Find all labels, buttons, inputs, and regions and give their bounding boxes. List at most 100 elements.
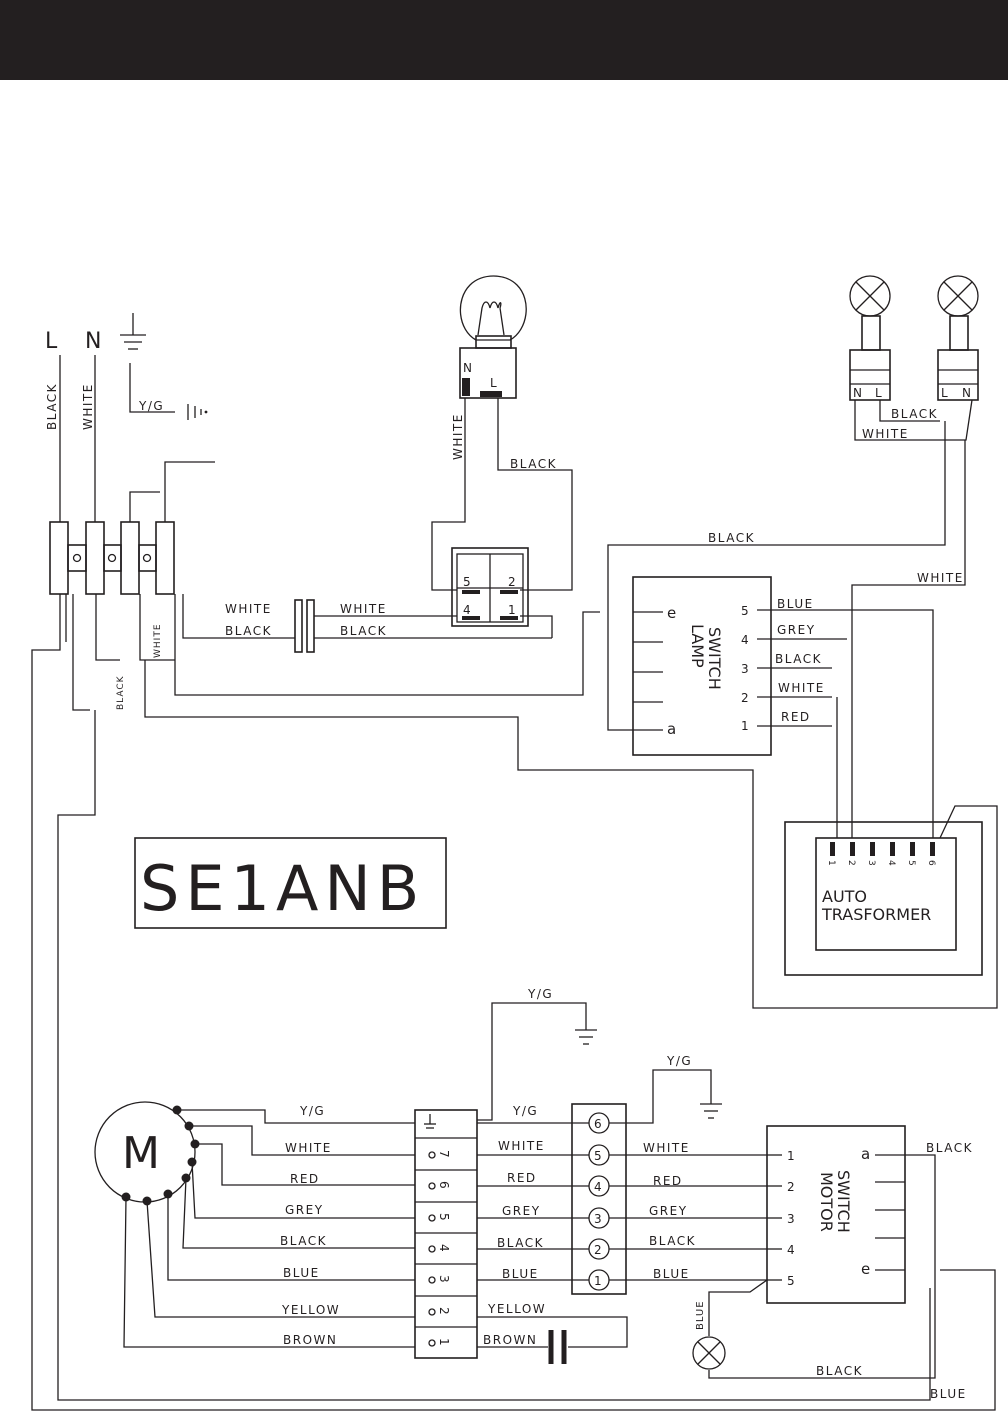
- lamp-switch-title-1: SWITCH: [705, 627, 724, 690]
- lamp-blue-label: BLUE: [695, 1300, 706, 1330]
- light-switch-pin-4: 4: [463, 603, 471, 617]
- motor-switch-title-2: MOTOR: [817, 1172, 836, 1232]
- chassis-earth-icon: [187, 404, 208, 420]
- sw-grey-label: GREY: [649, 1204, 688, 1218]
- ls-black-label: BLACK: [775, 652, 822, 666]
- lamp-switch-pin-2: 2: [741, 691, 749, 705]
- conn-yg-label: Y/G: [512, 1104, 538, 1118]
- motor-connector: [571, 1103, 627, 1295]
- model-label-box: [134, 837, 447, 929]
- mt-pin-7: 7: [437, 1150, 451, 1158]
- bulb-socket: [459, 347, 517, 399]
- model-label: SE1ANB: [140, 852, 425, 925]
- auto-transformer: [784, 821, 983, 976]
- white-wire-tb-label: WHITE: [153, 623, 163, 658]
- sw-white-label: WHITE: [643, 1141, 690, 1155]
- tap-3-label: 3: [866, 860, 876, 866]
- conn-red-label: RED: [507, 1171, 537, 1185]
- halogen-lamp-2-icon: [937, 275, 979, 351]
- motor-switch-a-label: a: [861, 1145, 870, 1163]
- bulb-white-wire-label: WHITE: [451, 413, 465, 460]
- conn-pin-5: 5: [594, 1149, 602, 1163]
- mt-pin-4: 4: [437, 1244, 451, 1252]
- halogen-1-l-label: L: [875, 386, 882, 400]
- halogen-socket-1: [849, 349, 891, 401]
- lamp-switch-pin-3: 3: [741, 662, 749, 676]
- conn-pin-1: 1: [594, 1274, 602, 1288]
- motor-switch-title-1: SWITCH: [834, 1170, 853, 1233]
- ms-bottom-blue-label: BLUE: [930, 1387, 967, 1401]
- conn-pin-4: 4: [594, 1180, 602, 1194]
- lamp-switch-a-label: a: [667, 720, 676, 738]
- halogen-2-n-label: N: [962, 386, 971, 400]
- top-earth-icon: [575, 1029, 597, 1045]
- conn-blue-label: BLUE: [502, 1267, 539, 1281]
- sw-red-label: RED: [653, 1174, 683, 1188]
- halogen-2-l-label: L: [941, 386, 948, 400]
- lamp-switch-pin-5: 5: [741, 604, 749, 618]
- light-switch-pin-2: 2: [508, 575, 516, 589]
- bulb-l-label: L: [490, 376, 497, 390]
- ms-black-label: BLACK: [926, 1141, 973, 1155]
- lamp-switch-pin-1: 1: [741, 719, 749, 733]
- light-switch: [451, 547, 529, 627]
- mt-pin-6: 6: [437, 1181, 451, 1189]
- conn-grey-label: GREY: [502, 1204, 541, 1218]
- motor-grey-label: GREY: [285, 1203, 324, 1217]
- motor-switch-e-label: e: [861, 1260, 870, 1278]
- mains-terminal-block: [49, 521, 175, 595]
- conn-pin-6: 6: [594, 1117, 602, 1131]
- mt-pin-3: 3: [437, 1275, 451, 1283]
- terminal-earth-icon: [424, 1114, 436, 1129]
- sw-black-label: BLACK: [649, 1234, 696, 1248]
- black-wire-label-2: BLACK: [340, 624, 387, 638]
- ls-grey-label: GREY: [777, 623, 816, 637]
- motor-brown-label: BROWN: [283, 1333, 337, 1347]
- halogen-white-wire-label: WHITE: [862, 427, 909, 441]
- motor-red-label: RED: [290, 1172, 320, 1186]
- lamp-switch-e-label: e: [667, 604, 676, 622]
- bulb-icon: [459, 275, 527, 349]
- inline-connector: [294, 599, 315, 653]
- indicator-lamp-icon: [692, 1336, 726, 1370]
- tap-5-label: 5: [906, 860, 916, 866]
- lamp-switch: [632, 576, 772, 756]
- halogen-feed-black-label: BLACK: [708, 531, 755, 545]
- right-yg-label: Y/G: [666, 1054, 692, 1068]
- conn-brown-label: BROWN: [483, 1333, 537, 1347]
- halogen-feed-white-label: WHITE: [917, 571, 964, 585]
- tap-4-label: 4: [886, 860, 896, 866]
- conn-pin-3: 3: [594, 1212, 602, 1226]
- mains-n-label: N: [85, 329, 101, 354]
- ms-pin-4: 4: [787, 1243, 795, 1257]
- conn-pin-2: 2: [594, 1243, 602, 1257]
- motor-white-label: WHITE: [285, 1141, 332, 1155]
- motor-blue-label: BLUE: [283, 1266, 320, 1280]
- bulb-n-label: N: [463, 361, 472, 375]
- mt-pin-2: 2: [437, 1307, 451, 1315]
- ms-pin-3: 3: [787, 1212, 795, 1226]
- ls-red-label: RED: [781, 710, 811, 724]
- capacitor-icon: [548, 1330, 567, 1364]
- conn-yellow-label: YELLOW: [487, 1302, 546, 1316]
- line-wire-label: BLACK: [45, 383, 59, 430]
- halogen-socket-2: [937, 349, 979, 401]
- tap-1-label: 1: [826, 860, 836, 866]
- motor-yg-label: Y/G: [299, 1104, 325, 1118]
- conn-white-label: WHITE: [498, 1139, 545, 1153]
- transformer-label-2: TRASFORMER: [821, 905, 931, 924]
- ls-white-label: WHITE: [778, 681, 825, 695]
- light-switch-pin-5: 5: [463, 575, 471, 589]
- ms-pin-5: 5: [787, 1274, 795, 1288]
- halogen-lamp-1-icon: [849, 275, 891, 351]
- ms-pin-1: 1: [787, 1149, 795, 1163]
- white-wire-label-1: WHITE: [225, 602, 272, 616]
- ms-pin-2: 2: [787, 1180, 795, 1194]
- mt-pin-5: 5: [437, 1213, 451, 1221]
- black-wire-tb-label: BLACK: [116, 675, 126, 710]
- ms-bottom-black-label: BLACK: [816, 1364, 863, 1378]
- earth-icon: [120, 313, 146, 350]
- black-wire-label-1: BLACK: [225, 624, 272, 638]
- light-switch-pin-1: 1: [508, 603, 516, 617]
